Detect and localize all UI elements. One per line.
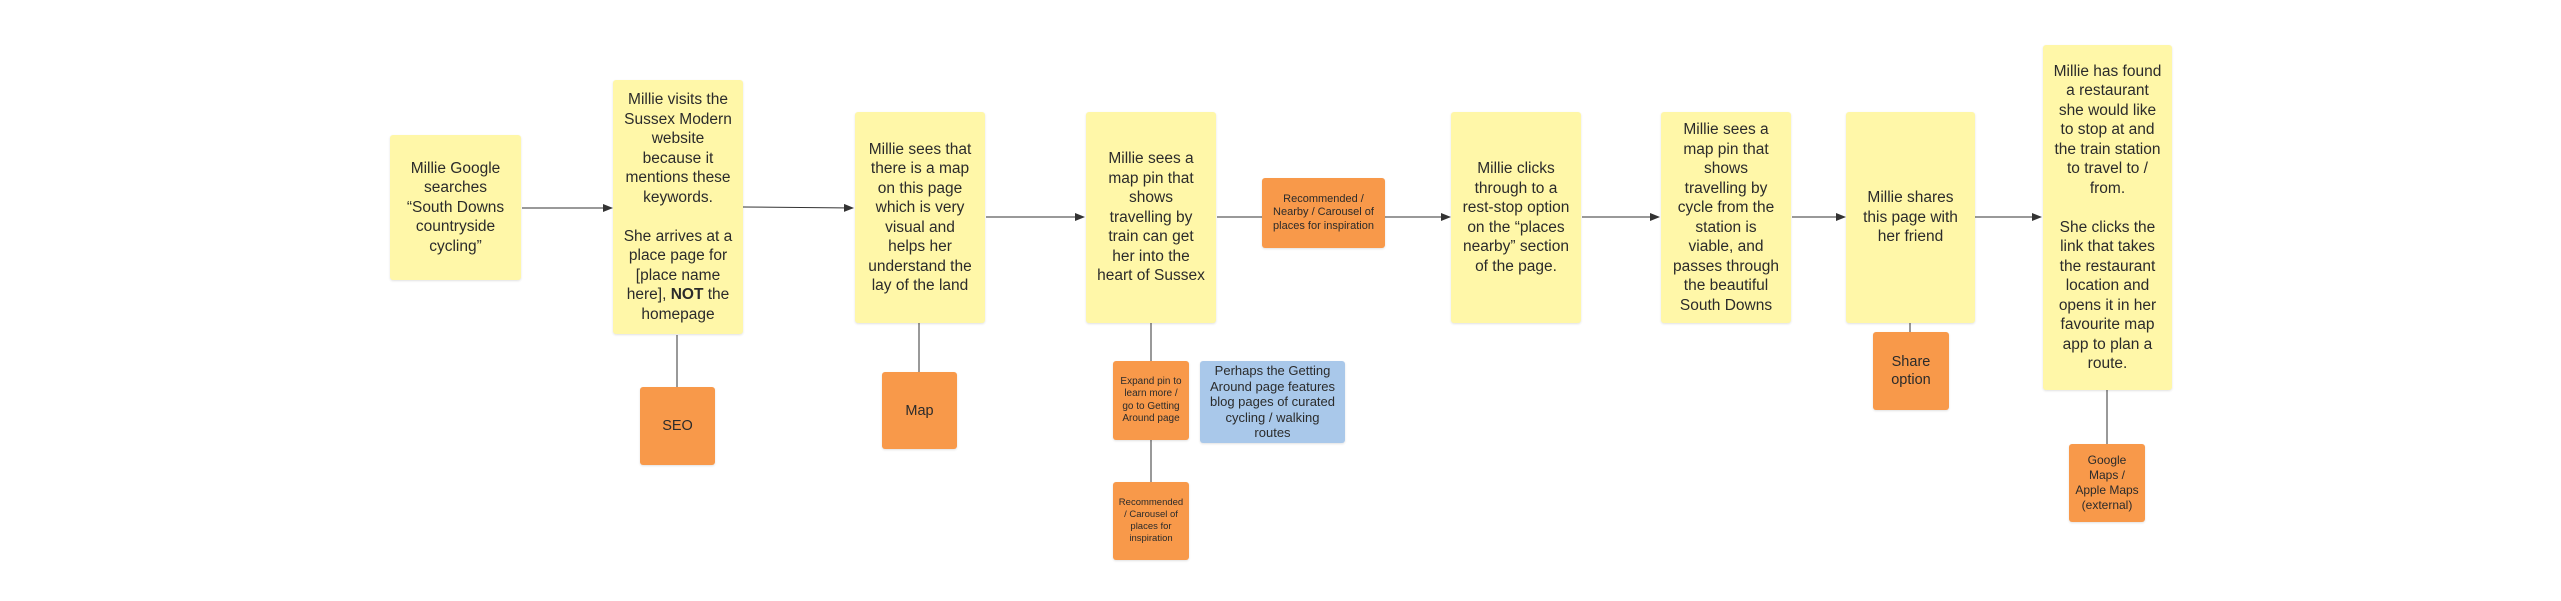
step-cycle-pin: Millie sees a map pin that shows travell…: [1661, 112, 1791, 323]
step-train-pin: Millie sees a map pin that shows travell…: [1086, 112, 1216, 323]
tag-maps-external: Google Maps / Apple Maps (external): [2069, 444, 2145, 522]
tag-share-option-text: Share option: [1891, 354, 1931, 388]
step-visits-website-text: Millie visits the Sussex Modern website …: [623, 91, 733, 323]
step-found-restaurant: Millie has found a restaurant she would …: [2043, 45, 2172, 390]
tag-share-option: Share option: [1873, 332, 1949, 410]
step-shares-page-text: Millie shares this page with her friend: [1863, 189, 1958, 246]
tag-recommended-nearby: Recommended / Nearby / Carousel of place…: [1262, 178, 1385, 248]
step-sees-map-text: Millie sees that there is a map on this …: [868, 140, 972, 295]
step-train-pin-text: Millie sees a map pin that shows travell…: [1097, 150, 1205, 285]
tag-expand-pin-text: Expand pin to learn more / go to Getting…: [1120, 375, 1182, 425]
idea-getting-around: Perhaps the Getting Around page features…: [1200, 361, 1345, 443]
step-shares-page: Millie shares this page with her friend: [1846, 112, 1975, 323]
step-visits-website: Millie visits the Sussex Modern website …: [613, 80, 743, 334]
step-google-search-text: Millie Google searches “South Downs coun…: [406, 159, 505, 255]
arrow-step2-step3: [742, 203, 854, 212]
tag-map: Map: [882, 372, 957, 449]
tag-recommended-nearby-text: Recommended / Nearby / Carousel of place…: [1273, 192, 1374, 232]
tag-seo: SEO: [640, 387, 715, 465]
tag-maps-external-text: Google Maps / Apple Maps (external): [2075, 453, 2139, 512]
step-sees-map: Millie sees that there is a map on this …: [855, 112, 985, 323]
tag-map-text: Map: [905, 402, 934, 419]
idea-getting-around-text: Perhaps the Getting Around page features…: [1209, 363, 1336, 441]
tag-recommended-carousel-text: Recommended / Carousel of places for ins…: [1118, 497, 1184, 544]
tag-recommended-carousel: Recommended / Carousel of places for ins…: [1113, 482, 1189, 560]
step-found-restaurant-text: Millie has found a restaurant she would …: [2053, 62, 2162, 373]
tag-expand-pin: Expand pin to learn more / go to Getting…: [1113, 361, 1189, 440]
step-rest-stop: Millie clicks through to a rest-stop opt…: [1451, 112, 1581, 323]
emphasis-not: NOT: [670, 286, 704, 303]
step-rest-stop-text: Millie clicks through to a rest-stop opt…: [1462, 160, 1570, 275]
step-google-search: Millie Google searches “South Downs coun…: [390, 135, 521, 280]
step-cycle-pin-text: Millie sees a map pin that shows travell…: [1673, 121, 1779, 314]
tag-seo-text: SEO: [662, 418, 693, 434]
